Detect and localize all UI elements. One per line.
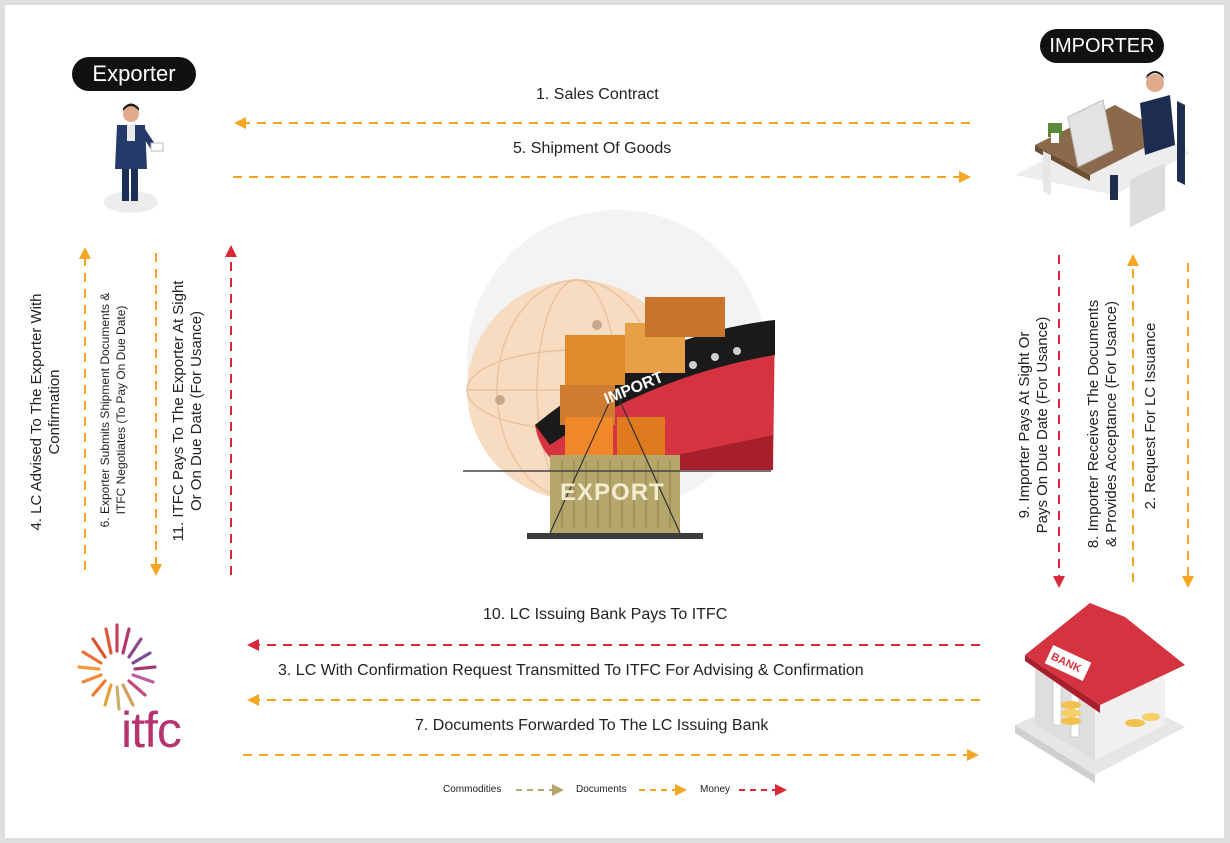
itfc-wordmark: itfc	[121, 702, 182, 758]
ship-illustration	[463, 210, 775, 539]
step2-label: 2. Request For LC Issuance	[1142, 322, 1159, 510]
step6-line1: 6. Exporter Submits Shipment Documents &	[98, 292, 112, 528]
importer-label: IMPORTER	[1040, 29, 1164, 63]
step11-label: 11. ITFC Pays To The Exporter At Sight O…	[170, 271, 206, 551]
exporter-label: Exporter	[72, 57, 196, 91]
step8-line2: & Provides Acceptance (For Usance)	[1103, 301, 1120, 547]
step4-line2: Confirmation	[46, 369, 63, 455]
step5-label: 5. Shipment Of Goods	[513, 140, 672, 157]
exporter-icon	[104, 103, 164, 213]
step3-label: 3. LC With Confirmation Request Transmit…	[278, 662, 864, 679]
step8-label: 8. Importer Receives The Documents & Pro…	[1085, 269, 1121, 579]
legend-commodities: Commodities	[443, 784, 502, 795]
step6-line2: ITFC Negotiates (To Pay On Due Date)	[114, 305, 128, 515]
step4-label: 4. LC Advised To The Exporter With Confi…	[28, 267, 66, 557]
legend-documents: Documents	[576, 784, 627, 795]
export-label: EXPORT	[560, 479, 665, 506]
step11-line1: 11. ITFC Pays To The Exporter At Sight	[170, 280, 187, 542]
legend-money: Money	[700, 784, 731, 795]
step8-line1: 8. Importer Receives The Documents	[1085, 299, 1102, 549]
step9-line1: 9. Importer Pays At Sight Or	[1016, 331, 1033, 519]
step7-label: 7. Documents Forwarded To The LC Issuing…	[415, 717, 769, 734]
importer-icon	[1015, 71, 1190, 227]
diagram-canvas: Exporter IMPORTER 1. Sales Contract 5. S…	[5, 5, 1224, 838]
flow-arrows-layer	[77, 71, 1194, 796]
bank-icon	[1015, 603, 1185, 783]
step9-line2: Pays On Due Date (For Usance)	[1034, 316, 1051, 534]
itfc-logo-mark	[77, 623, 157, 711]
step11-line2: Or On Due Date (For Usance)	[188, 310, 205, 512]
step9-label: 9. Importer Pays At Sight Or Pays On Due…	[1016, 280, 1052, 570]
step6-label: 6. Exporter Submits Shipment Documents &…	[97, 255, 131, 565]
step4-line1: 4. LC Advised To The Exporter With	[28, 293, 45, 531]
step1-label: 1. Sales Contract	[536, 86, 659, 103]
step10-label: 10. LC Issuing Bank Pays To ITFC	[483, 606, 728, 623]
